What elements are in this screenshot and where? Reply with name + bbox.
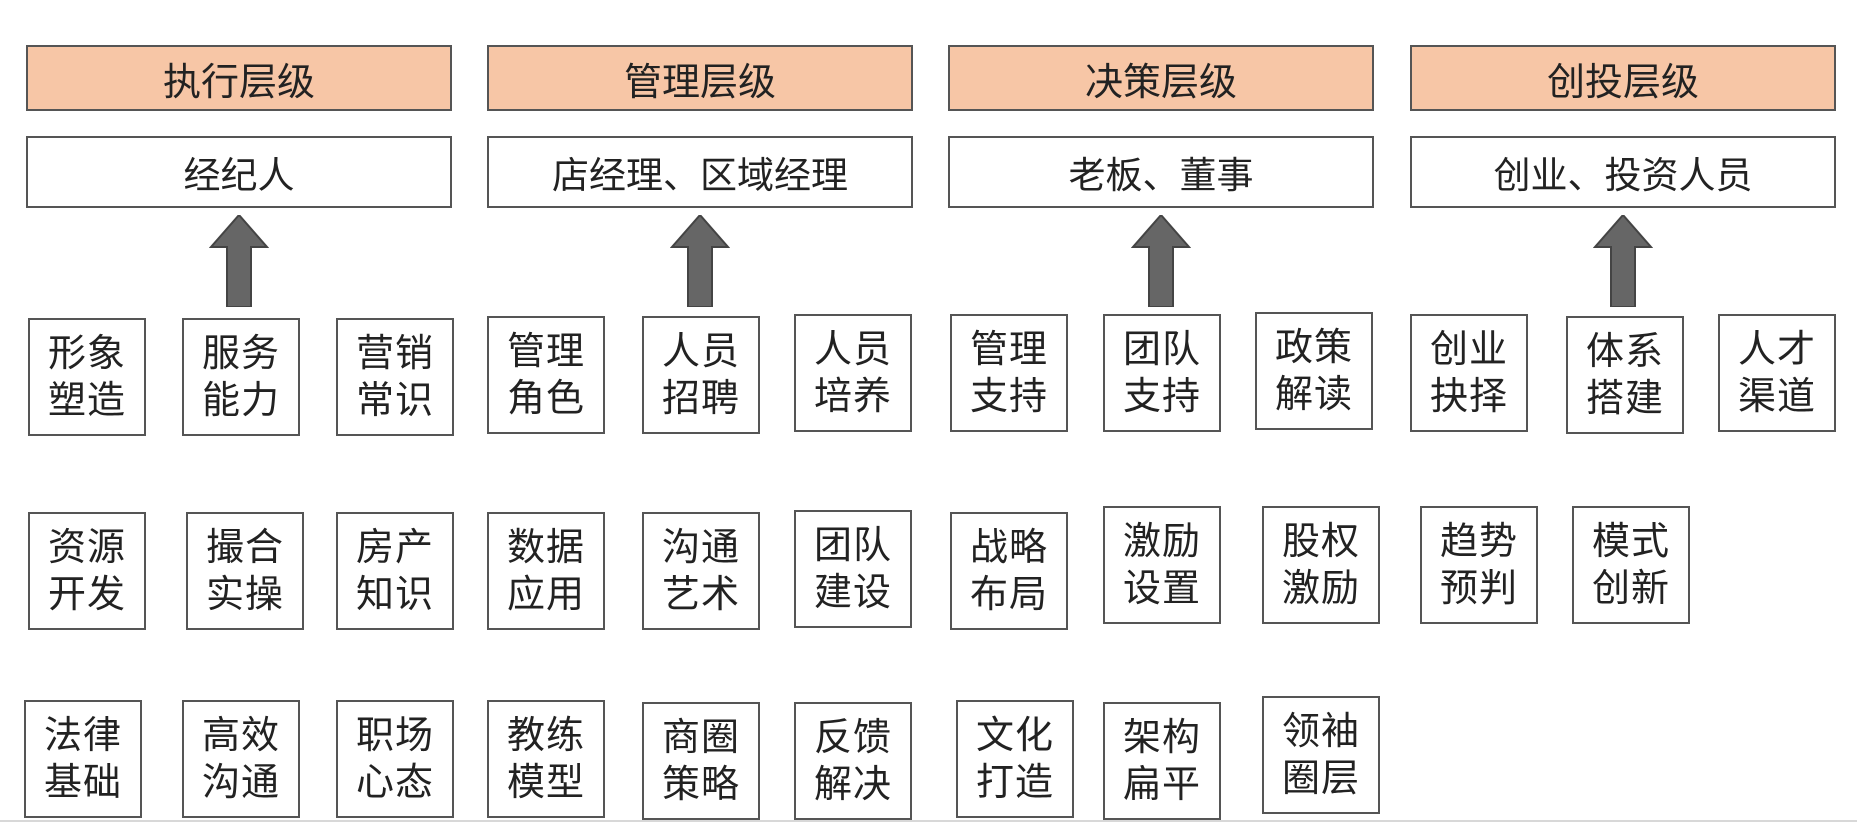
skill-box: 模式创新 [1572,506,1690,624]
bottom-divider [0,820,1857,822]
skill-box: 政策解读 [1255,312,1373,430]
skill-box: 商圈策略 [642,702,760,820]
role-box-management: 店经理、区域经理 [487,136,913,208]
level-header-venture: 创投层级 [1410,45,1836,111]
skill-box: 激励设置 [1103,506,1221,624]
skill-box: 营销常识 [336,318,454,436]
skill-box: 趋势预判 [1420,506,1538,624]
column-execution: 执行层级 经纪人 形象塑造 服务能力 营销常识 资源开发 撮合实操 房产知识 法… [24,0,456,826]
skill-box: 教练模型 [487,700,605,818]
skill-box: 股权激励 [1262,506,1380,624]
skill-box: 管理角色 [487,316,605,434]
skill-box: 资源开发 [28,512,146,630]
column-venture: 创投层级 创业、投资人员 创业抉择 体系搭建 人才渠道 趋势预判 模式创新 [1410,0,1840,826]
level-header-execution: 执行层级 [26,45,452,111]
up-arrow-icon [670,215,730,307]
skill-box: 房产知识 [336,512,454,630]
role-box-venture: 创业、投资人员 [1410,136,1836,208]
skill-box: 团队支持 [1103,314,1221,432]
level-header-decision: 决策层级 [948,45,1374,111]
skill-box: 团队建设 [794,510,912,628]
skill-box: 数据应用 [487,512,605,630]
column-decision: 决策层级 老板、董事 管理支持 团队支持 政策解读 战略布局 激励设置 股权激励… [948,0,1380,826]
skill-box: 反馈解决 [794,702,912,820]
up-arrow-icon [1131,215,1191,307]
column-management: 管理层级 店经理、区域经理 管理角色 人员招聘 人员培养 数据应用 沟通艺术 团… [487,0,917,826]
level-header-management: 管理层级 [487,45,913,111]
skill-box: 形象塑造 [28,318,146,436]
skill-box: 文化打造 [956,700,1074,818]
skill-box: 管理支持 [950,314,1068,432]
skill-box: 法律基础 [24,700,142,818]
skill-box: 撮合实操 [186,512,304,630]
skill-box: 服务能力 [182,318,300,436]
skill-box: 人员招聘 [642,316,760,434]
skill-box: 体系搭建 [1566,316,1684,434]
skill-box: 战略布局 [950,512,1068,630]
role-box-execution: 经纪人 [26,136,452,208]
up-arrow-icon [1593,215,1653,307]
skill-box: 人才渠道 [1718,314,1836,432]
skill-box: 高效沟通 [182,700,300,818]
role-box-decision: 老板、董事 [948,136,1374,208]
skill-box: 架构扁平 [1103,702,1221,820]
skill-box: 沟通艺术 [642,512,760,630]
up-arrow-icon [209,215,269,307]
skill-box: 创业抉择 [1410,314,1528,432]
skill-box: 职场心态 [336,700,454,818]
skill-box: 人员培养 [794,314,912,432]
skill-box: 领袖圈层 [1262,696,1380,814]
